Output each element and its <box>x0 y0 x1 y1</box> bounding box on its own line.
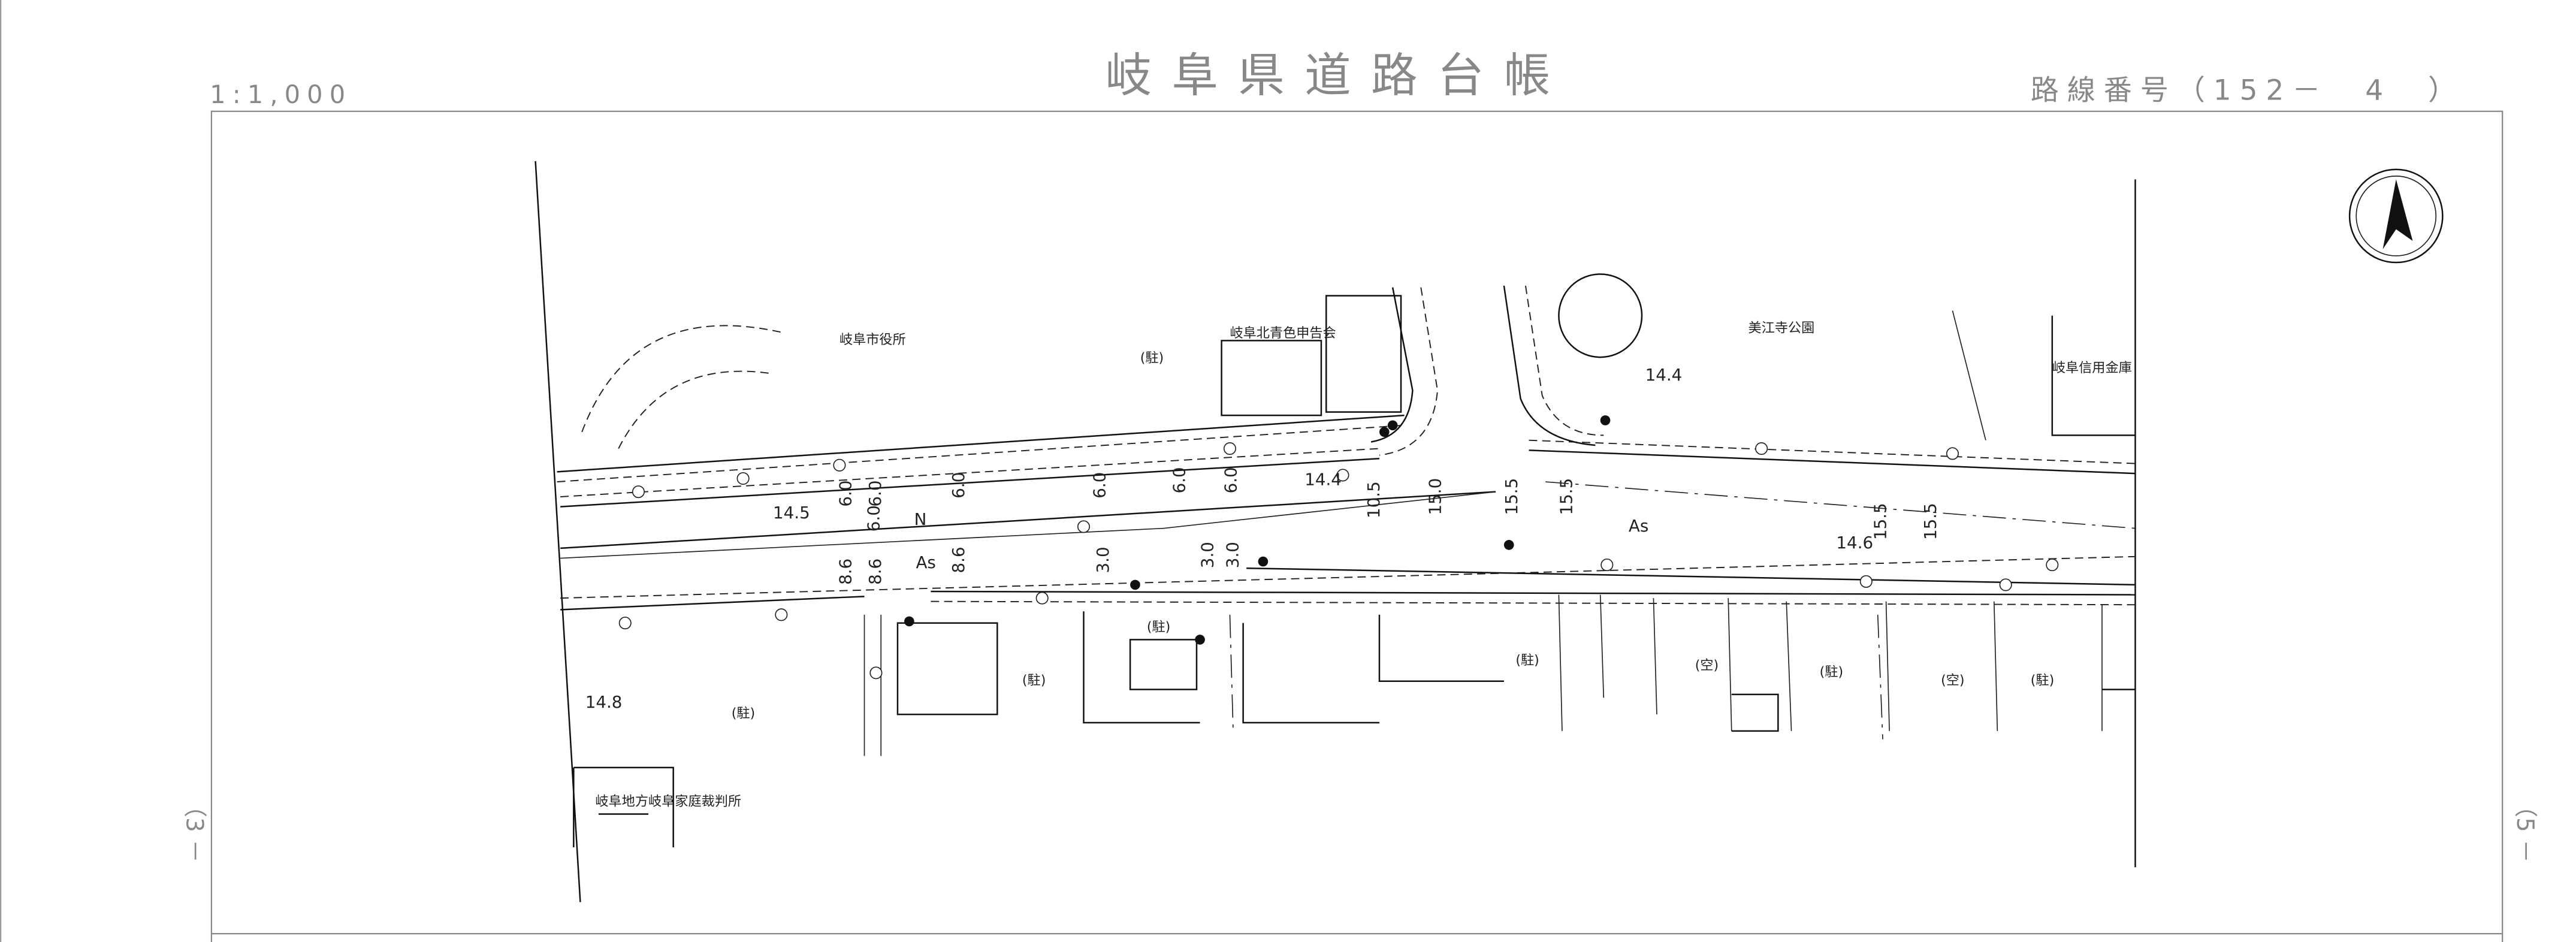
elevation-label: 14.8 <box>585 692 623 712</box>
width-label: 3.0 <box>1198 542 1218 568</box>
elevation-label: 14.4 <box>1304 470 1342 490</box>
north-marker: N <box>914 509 927 529</box>
upper-road <box>557 285 2136 611</box>
width-label: 6.0 <box>863 505 883 532</box>
label-court: 岐阜地方岐阜家庭裁判所 <box>595 794 741 810</box>
left-sheet-ref: （3 － <box>180 794 207 863</box>
label-parking: (駐) <box>1140 350 1164 366</box>
map-left-border <box>534 161 581 902</box>
width-label: 15.5 <box>1502 478 1521 515</box>
elevation-label: 14.6 <box>1836 533 1873 552</box>
label-park: 美江寺公園 <box>1748 320 1814 336</box>
width-label: 8.6 <box>835 558 855 585</box>
width-label: 10.5 <box>1364 481 1384 518</box>
right-sheet-ref: （5 － <box>2511 794 2538 863</box>
elevation-label: 14.4 <box>1645 365 1683 385</box>
place-labels: 岐阜市役所 (駐) 岐阜北青色申告会 美江寺公園 岐阜信用金庫 岐阜地方岐阜家庭… <box>595 320 2131 809</box>
width-label: 15.0 <box>1426 478 1445 515</box>
label-city-hall: 岐阜市役所 <box>839 332 906 348</box>
width-label: 15.5 <box>1920 503 1940 540</box>
width-label: 6.0 <box>1170 467 1189 493</box>
label-parking: (駐) <box>2031 672 2054 688</box>
width-dimensions: 6.0 6.0 6.0 6.0 6.0 6.0 6.0 8.6 8.6 8.6 … <box>835 467 1940 585</box>
label-blue-tax-association: 岐阜北青色申告会 <box>1230 325 1336 341</box>
width-label: 8.6 <box>865 558 885 585</box>
width-label: 15.5 <box>1557 478 1577 515</box>
buildings <box>573 273 2136 847</box>
north-arrow-icon <box>2348 168 2444 264</box>
width-label: 15.5 <box>1871 503 1891 540</box>
width-label: 3.0 <box>1222 542 1242 568</box>
label-shinkin-bank: 岐阜信用金庫 <box>2052 360 2132 376</box>
label-parking: (駐) <box>1147 620 1170 635</box>
label-parking: (駐) <box>1820 664 1843 680</box>
road-annotations: 14.5 14.4 14.4 14.6 14.8 As As N <box>585 365 1873 712</box>
surface-label: As <box>1629 516 1648 536</box>
elevation-label: 14.5 <box>773 503 810 523</box>
width-label: 6.0 <box>1090 472 1110 499</box>
label-vacant: (空) <box>1695 657 1719 673</box>
width-label: 6.0 <box>1221 467 1241 493</box>
width-label: 6.0 <box>949 472 968 499</box>
label-vacant: (空) <box>1941 672 1964 688</box>
surface-label: As <box>916 552 935 572</box>
width-label: 8.6 <box>949 547 968 573</box>
label-parking: (駐) <box>1515 653 1539 668</box>
scale-label: 1:1,000 <box>210 80 352 109</box>
label-parking: (駐) <box>732 706 755 721</box>
width-label: 3.0 <box>1093 547 1113 573</box>
map-frame <box>210 110 2503 942</box>
label-parking: (駐) <box>1022 672 1046 688</box>
width-label: 6.0 <box>865 481 885 507</box>
page-title: 岐阜県道路台帳 <box>1106 49 1571 102</box>
width-label: 6.0 <box>835 481 855 507</box>
utility-symbols <box>618 415 2059 680</box>
route-number: 路線番号（152－ 4 ） <box>2031 74 2465 107</box>
